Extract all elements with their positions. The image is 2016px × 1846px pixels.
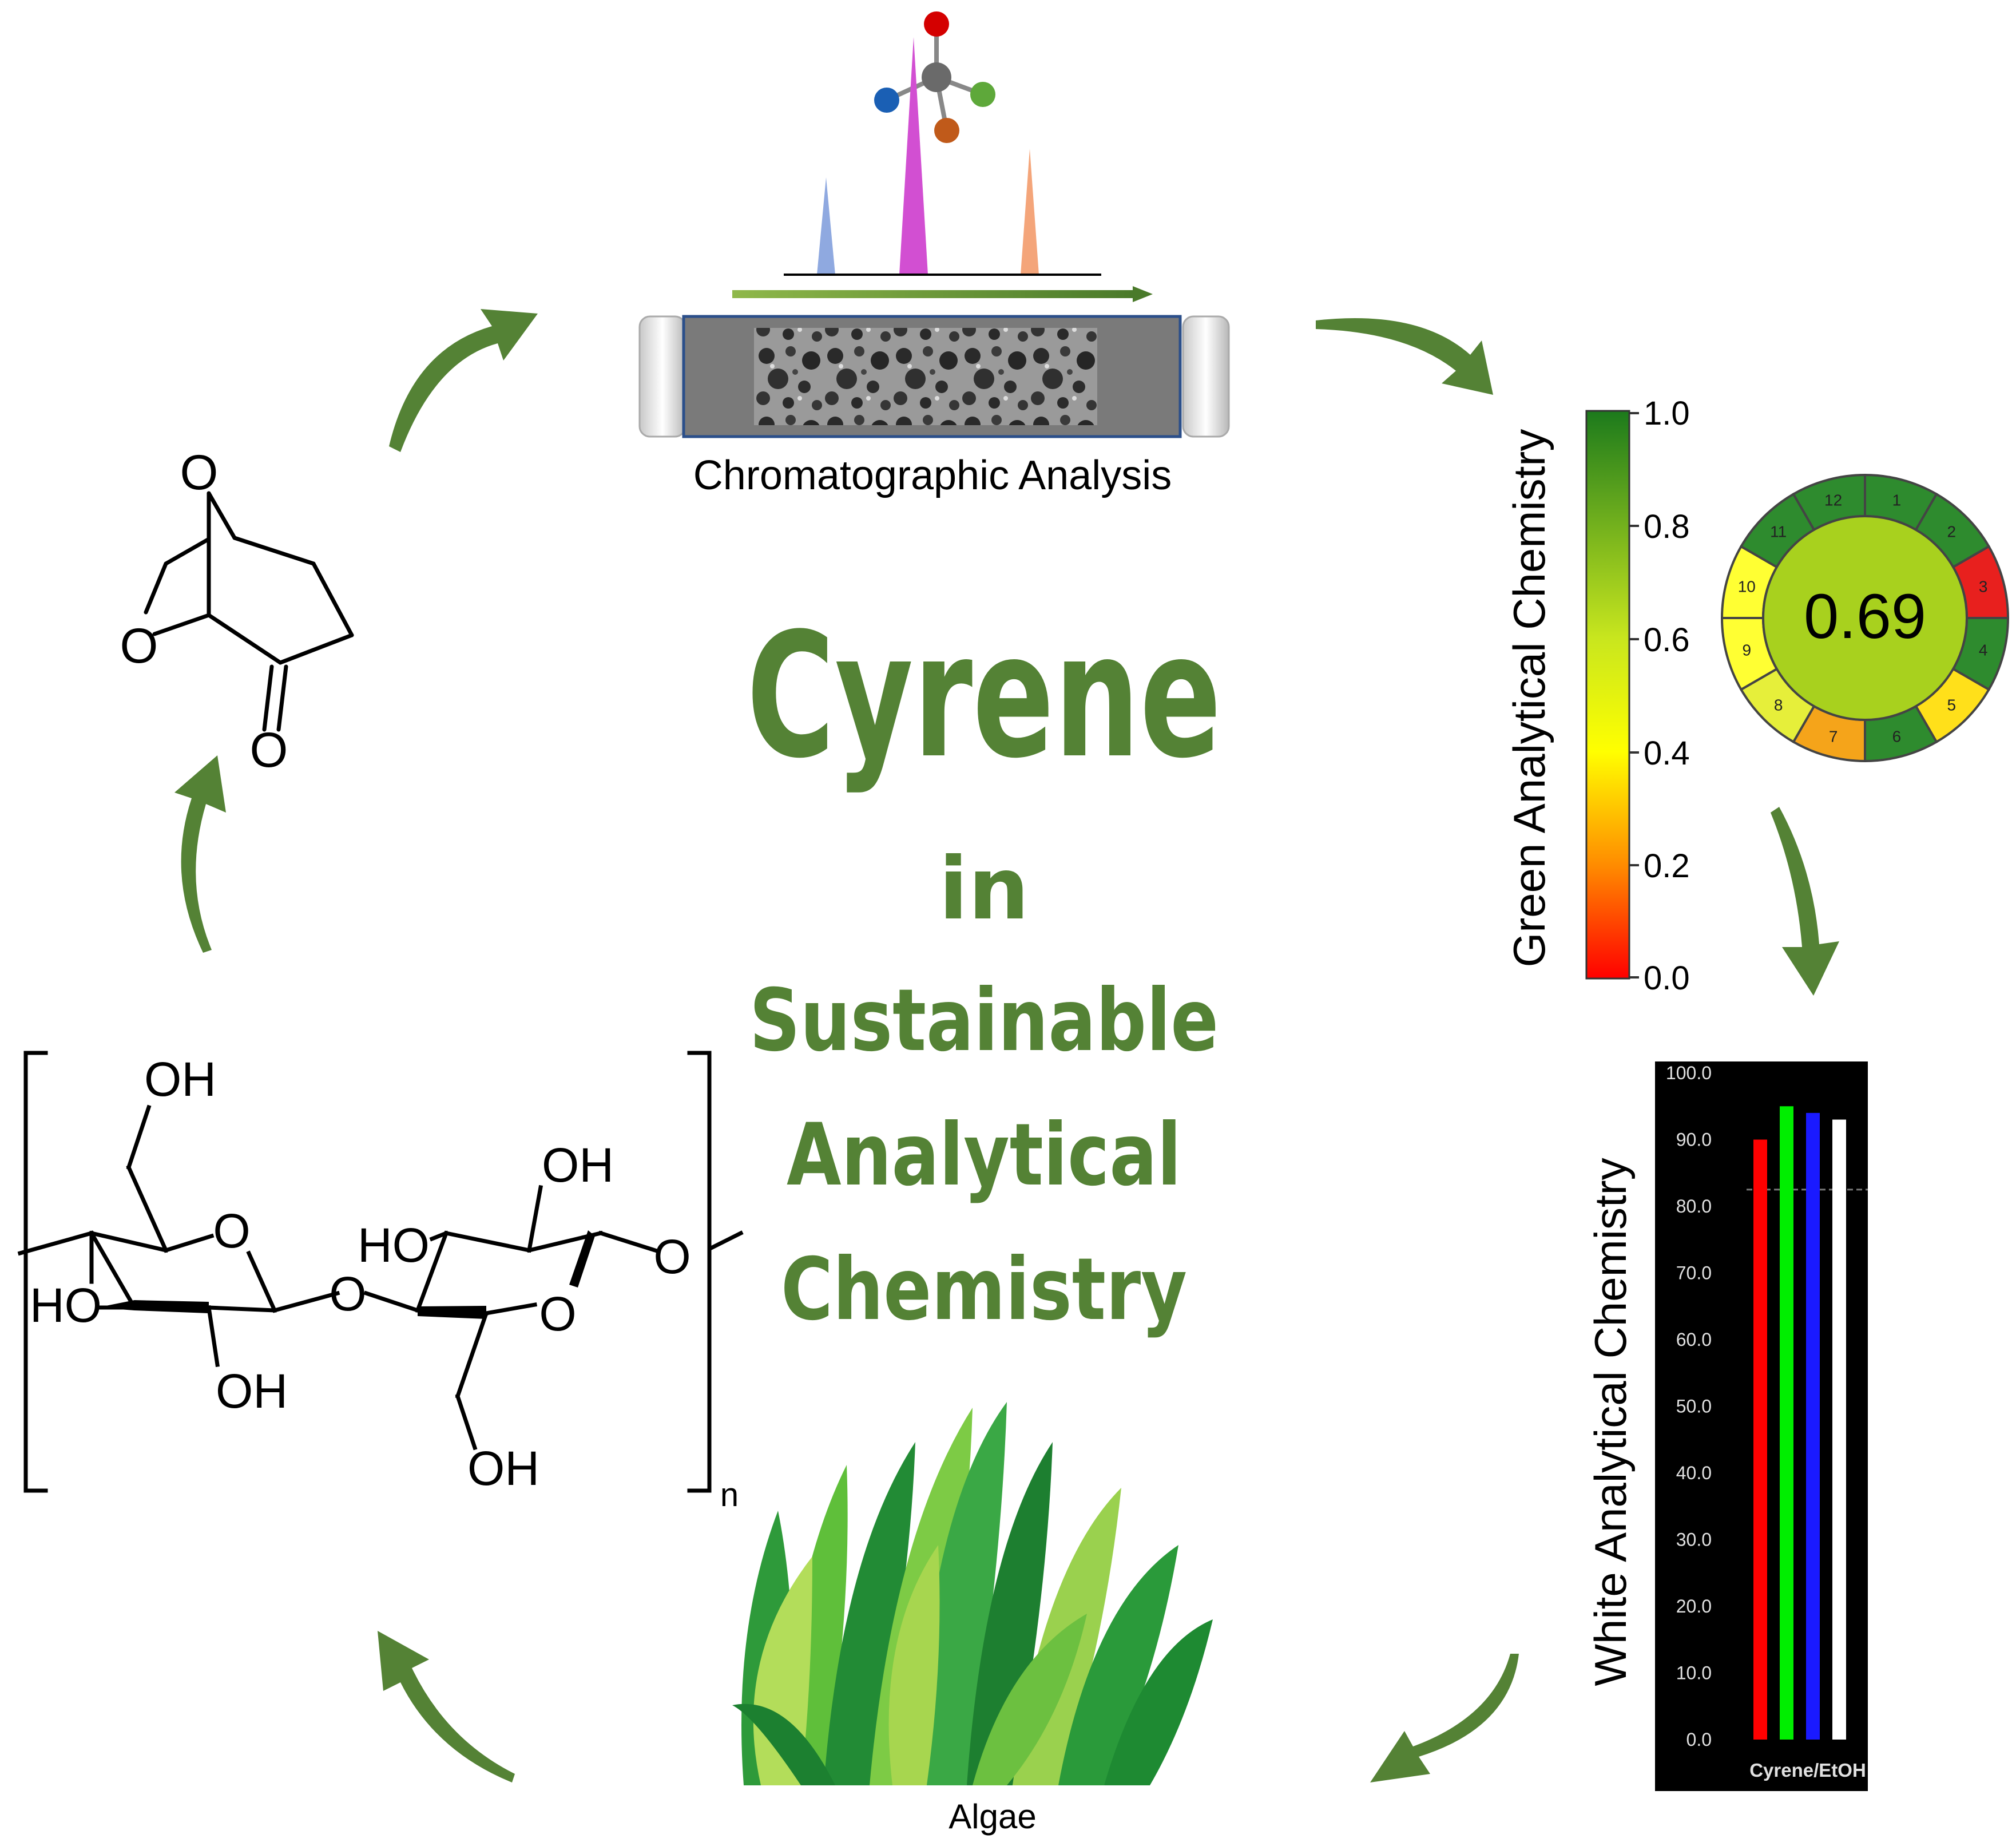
column-packing: [754, 328, 1097, 425]
curved-arrow-icon: [174, 755, 226, 953]
y-tick-label: 70.0: [1676, 1263, 1712, 1284]
agree-segment-number: 8: [1774, 696, 1783, 714]
y-tick-label: 90.0: [1676, 1130, 1712, 1150]
agree-segment-number: 9: [1743, 641, 1752, 659]
title-line-analytical: Analytical: [787, 1106, 1181, 1205]
agree-segment-number: 2: [1947, 523, 1957, 541]
agree-score: 0.69: [1804, 581, 1926, 652]
curved-arrow-icon: [389, 309, 538, 452]
atom-label: O: [180, 445, 219, 500]
bar: [1806, 1112, 1820, 1740]
cyrene-atom-labels: O O O: [120, 445, 288, 778]
group-label: O: [653, 1230, 690, 1284]
agree-segment-number: 11: [1770, 523, 1787, 541]
title-line-cyrene: Cyrene: [747, 596, 1221, 796]
wac-chart: 100.0 90.0 80.0 70.0 60.0 50.0 40.0 30.0 20.0 10.…: [1585, 1061, 1868, 1791]
group-label: OH: [467, 1441, 539, 1495]
group-label: n: [720, 1476, 739, 1514]
gac-axis-label: Green Analytical Chemistry: [1504, 429, 1554, 968]
agree-segment-number: 1: [1892, 491, 1902, 509]
column-cap-left: [638, 315, 686, 438]
curved-arrow-icon: [1316, 318, 1493, 395]
x-category-label: Cyrene/EtOH: [1749, 1760, 1866, 1781]
molecule-icon: [874, 11, 995, 143]
y-tick-label: 20.0: [1676, 1596, 1712, 1617]
atom-label: O: [250, 723, 288, 778]
peak-orange: [1021, 149, 1039, 275]
bar: [1780, 1106, 1793, 1740]
title-line-chemistry: Chemistry: [781, 1240, 1187, 1340]
gac-tick: 0.8: [1644, 508, 1690, 545]
group-label: HO: [358, 1218, 430, 1272]
wac-axis-label: White Analytical Chemistry: [1585, 1158, 1636, 1686]
y-tick-label: 100.0: [1666, 1063, 1712, 1083]
atom-label: O: [120, 619, 158, 674]
gac-tick: 0.2: [1644, 847, 1690, 885]
y-tick-label: 10.0: [1676, 1663, 1712, 1683]
algae-illustration: Algae: [732, 1402, 1213, 1836]
curved-arrow-icon: [378, 1631, 515, 1782]
y-tick-label: 0.0: [1686, 1729, 1712, 1750]
y-tick-label: 80.0: [1676, 1196, 1712, 1217]
gac-tick: 1.0: [1644, 395, 1690, 432]
gac-tick: 0.0: [1644, 960, 1690, 997]
flow-arrow: [732, 290, 1133, 298]
y-tick-label: 30.0: [1676, 1530, 1712, 1550]
chromatography-panel: Chromatographic Analysis: [638, 11, 1230, 498]
agree-segment-number: 7: [1829, 728, 1838, 746]
y-tick-label: 40.0: [1676, 1463, 1712, 1483]
bar: [1832, 1119, 1846, 1740]
agree-segment-number: 6: [1892, 728, 1902, 746]
agree-segment-number: 3: [1979, 578, 1988, 596]
group-label: O: [539, 1287, 576, 1341]
gac-tick: 0.4: [1644, 735, 1690, 772]
curved-arrow-icon: [1370, 1654, 1519, 1782]
y-tick-label: 50.0: [1676, 1396, 1712, 1417]
gac-colorbar: 1.0 0.8 0.6 0.4 0.2 0.0 Green Analytical…: [1504, 395, 1690, 997]
agree-segment-number: 4: [1979, 641, 1988, 659]
cellulose-structure: OH HO OH O O OH HO O O OH n: [17, 1051, 744, 1514]
gac-tick: 0.6: [1644, 621, 1690, 659]
cycle-arrows: [174, 309, 1839, 1782]
cellulose-labels: OH HO OH O O OH HO O O OH n: [30, 1052, 739, 1514]
peak-magenta: [899, 37, 928, 275]
group-label: OH: [144, 1052, 216, 1106]
y-tick-label: 60.0: [1676, 1329, 1712, 1350]
title-line-in: in: [939, 839, 1029, 939]
agree-segment-number: 12: [1824, 491, 1842, 509]
gac-gradient-bar: [1585, 410, 1630, 980]
group-label: OH: [216, 1364, 288, 1418]
center-title: Cyrene in Sustainable Analytical Chemist…: [747, 596, 1221, 1340]
curved-arrow-icon: [1771, 807, 1839, 996]
group-label: HO: [30, 1278, 102, 1332]
group-label: O: [329, 1267, 366, 1321]
agree-segment-number: 5: [1947, 696, 1957, 714]
chromatography-label: Chromatographic Analysis: [693, 453, 1172, 498]
group-label: O: [213, 1204, 250, 1258]
bar: [1753, 1139, 1767, 1740]
agree-segment-number: 10: [1738, 578, 1756, 596]
peak-blue: [817, 177, 835, 275]
title-line-sustainable: Sustainable: [749, 971, 1219, 1071]
group-label: OH: [542, 1138, 614, 1192]
cyrene-structure: [144, 491, 354, 732]
column-cap-right: [1182, 315, 1230, 438]
algae-label: Algae: [949, 1797, 1036, 1836]
agree-center: [1762, 515, 1968, 721]
